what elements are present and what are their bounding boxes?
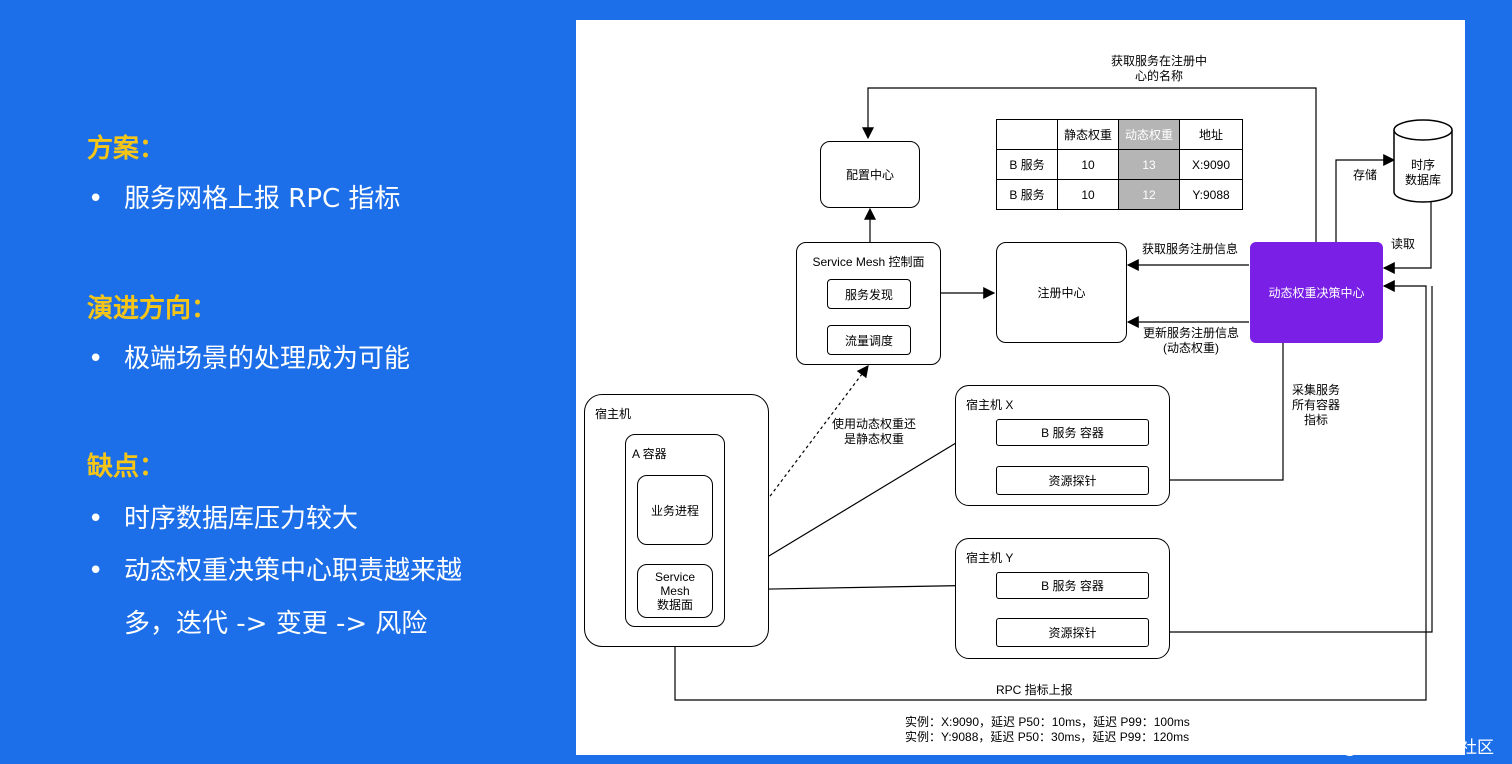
label-update-registry-info: 更新服务注册信息 (动态权重) xyxy=(1142,326,1239,355)
table-cell: 10 xyxy=(1057,179,1119,210)
weight-table: 静态权重 动态权重 地址 B 服务 10 13 X:9090 B 服务 10 1… xyxy=(996,119,1243,210)
arrow-read xyxy=(1382,202,1432,274)
table-cell: X:9090 xyxy=(1179,149,1243,180)
container-a-label: A 容器 xyxy=(632,447,667,461)
host-y-label: 宿主机 Y xyxy=(966,551,1014,565)
label-rpc-report: RPC 指标上报 xyxy=(996,683,1073,697)
watermark-text: @稀土掘金技术社区 xyxy=(1341,738,1494,758)
tsdb-cylinder-body xyxy=(1393,130,1453,203)
tsdb-cylinder-top xyxy=(1393,119,1453,141)
table-header-row: 静态权重 动态权重 地址 xyxy=(996,119,1243,150)
label-instance-x: 实例：X:9090，延迟 P50：10ms，延迟 P99：100ms xyxy=(905,715,1190,729)
table-cell: 12 xyxy=(1118,179,1180,210)
tsdb-label: 时序 数据库 xyxy=(1404,158,1441,187)
label-get-registry-info: 获取服务注册信息 xyxy=(1142,242,1239,256)
dynamic-weight-decision-center: 动态权重决策中心 xyxy=(1250,242,1383,343)
config-center-box: 配置中心 xyxy=(820,141,920,208)
business-process-box: 业务进程 xyxy=(637,475,713,545)
table-row: B 服务 10 12 Y:9088 xyxy=(996,179,1243,210)
label-read: 读取 xyxy=(1391,237,1416,251)
label-store: 存储 xyxy=(1353,168,1378,182)
arrow-collect-x xyxy=(1150,342,1284,486)
registry-center-box: 注册中心 xyxy=(996,242,1127,343)
table-cell: B 服务 xyxy=(996,179,1058,210)
table-cell: Y:9088 xyxy=(1179,179,1243,210)
label-use-weight: 使用动态权重还 是静态权重 xyxy=(831,417,916,446)
b-container-x-box: B 服务 容器 xyxy=(996,419,1149,446)
traffic-scheduling-box: 流量调度 xyxy=(827,325,911,355)
table-row: B 服务 10 13 X:9090 xyxy=(996,149,1243,180)
b-container-y-box: B 服务 容器 xyxy=(996,572,1149,599)
heading-drawbacks: 缺点： xyxy=(87,452,166,482)
table-header-cell: 静态权重 xyxy=(1057,119,1119,150)
bullet-item: •极端场景的处理成为可能 xyxy=(88,344,411,374)
arrow-collect-y xyxy=(1150,286,1433,638)
bullet-item: •服务网格上报 RPC 指标 xyxy=(88,184,401,214)
host-a-label: 宿主机 xyxy=(595,407,632,421)
table-header-cell xyxy=(996,119,1058,150)
arrow-get-service-name xyxy=(862,87,1317,242)
bullet-item-continuation: 多，迭代 -> 变更 -> 风险 xyxy=(124,609,428,639)
table-header-cell: 动态权重 xyxy=(1118,119,1180,150)
bullet-item: •动态权重决策中心职责越来越 xyxy=(88,556,463,586)
mesh-control-plane-label: Service Mesh 控制面 xyxy=(812,255,925,269)
label-get-service-name: 获取服务在注册中 心的名称 xyxy=(1110,54,1207,83)
left-text-panel: 方案： •服务网格上报 RPC 指标 演进方向： •极端场景的处理成为可能 缺点… xyxy=(0,0,575,764)
label-instance-y: 实例：Y:9088，延迟 P50：30ms，延迟 P99：120ms xyxy=(905,730,1190,744)
arrow-store xyxy=(1335,154,1396,242)
table-cell: 10 xyxy=(1057,149,1119,180)
architecture-diagram: 配置中心 Service Mesh 控制面 服务发现 流量调度 注册中心 动态权… xyxy=(576,20,1465,755)
table-header-cell: 地址 xyxy=(1179,119,1243,150)
label-collect-metrics: 采集服务 所有容器 指标 xyxy=(1291,383,1340,427)
heading-evolution: 演进方向： xyxy=(87,294,218,324)
probe-y-box: 资源探针 xyxy=(996,618,1149,647)
bullet-item: •时序数据库压力较大 xyxy=(88,504,359,534)
table-cell: B 服务 xyxy=(996,149,1058,180)
probe-x-box: 资源探针 xyxy=(996,466,1149,495)
heading-plan: 方案： xyxy=(87,134,166,164)
arrow-rpc-report xyxy=(674,280,1427,701)
host-x-label: 宿主机 X xyxy=(966,398,1014,412)
table-cell: 13 xyxy=(1118,149,1180,180)
mesh-data-plane-box: Service Mesh 数据面 xyxy=(637,564,713,618)
service-discovery-box: 服务发现 xyxy=(827,279,911,309)
